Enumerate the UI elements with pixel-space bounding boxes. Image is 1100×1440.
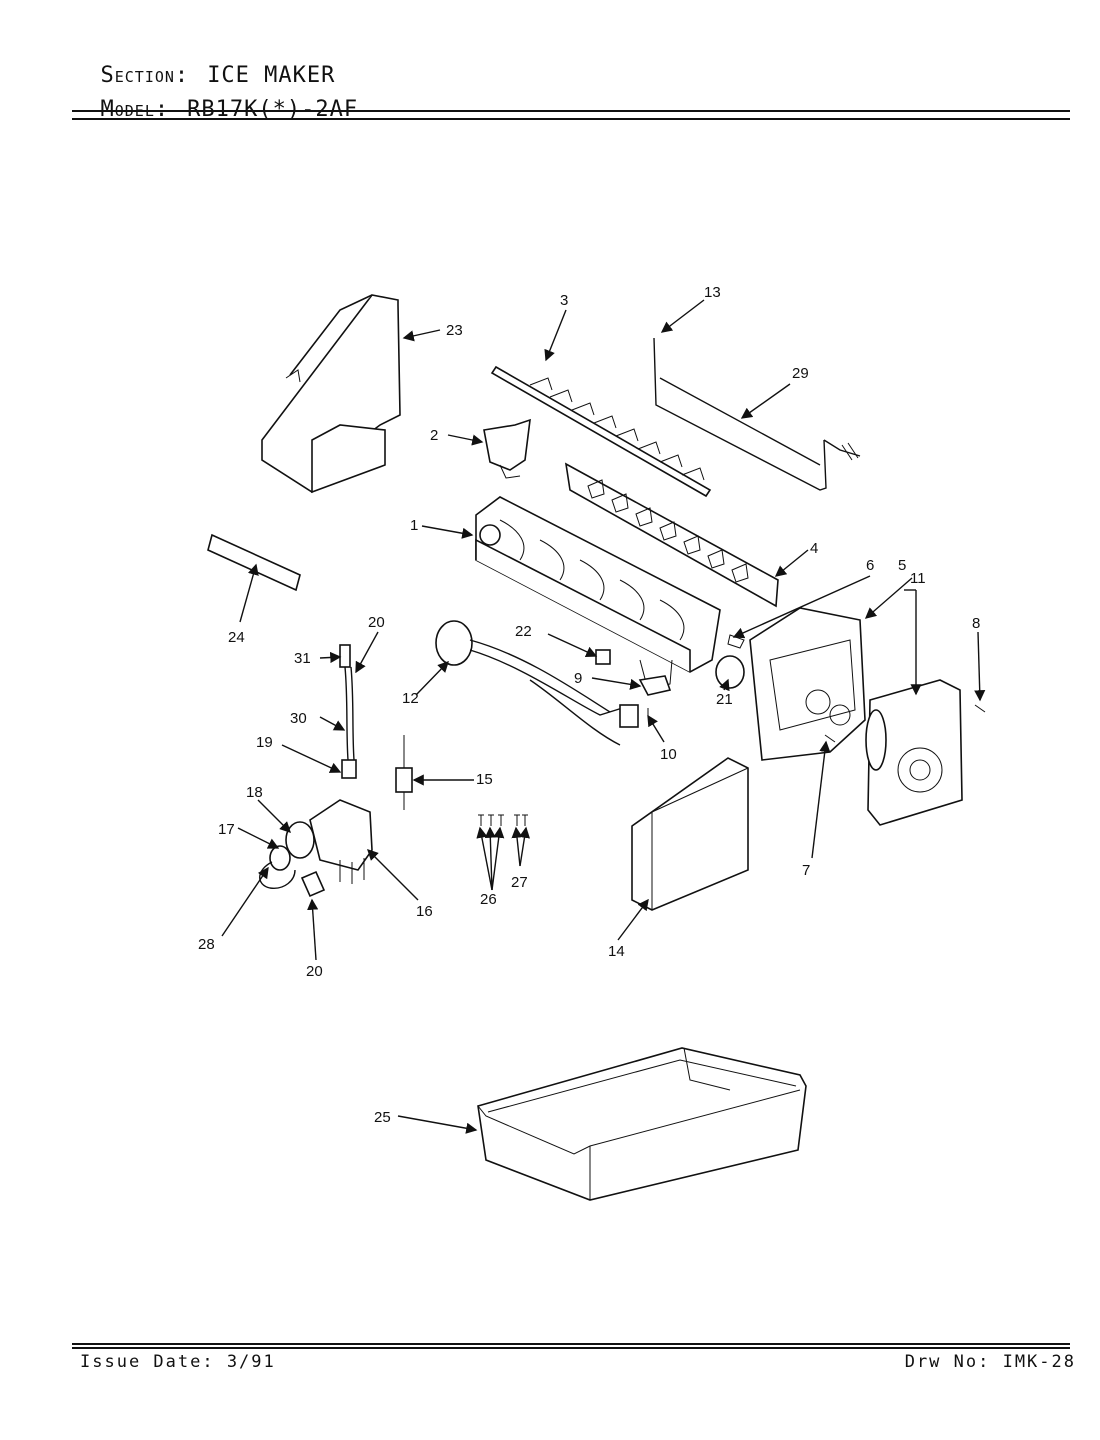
part-screw-set [478, 814, 528, 826]
callout-1: 1 [410, 517, 418, 534]
part-insulation [595, 649, 611, 665]
callout-17: 17 [218, 821, 235, 838]
callout-18: 18 [246, 784, 263, 801]
part-clip [638, 675, 672, 696]
leader-lines [221, 299, 986, 1134]
callout-10: 10 [660, 746, 677, 763]
part-housing [749, 607, 866, 761]
drawing-number: Drw No: IMK-28 [904, 1352, 1076, 1372]
callout-25: 25 [374, 1109, 391, 1126]
callout-20-upper: 20 [368, 614, 385, 631]
callout-6: 6 [866, 557, 874, 574]
part-screw-7 [824, 734, 836, 743]
callout-29: 29 [792, 365, 809, 382]
part-shut-off-arm [653, 337, 861, 491]
callout-2: 2 [430, 427, 438, 444]
part-coupling [395, 735, 413, 810]
model-value: RB17K(*)-2AF [187, 97, 359, 122]
callout-9: 9 [574, 670, 582, 687]
part-clip-6 [727, 634, 745, 649]
callout-7: 7 [802, 862, 810, 879]
part-thermostat-harness [435, 620, 639, 746]
part-fill-cup [715, 655, 745, 689]
model-label: Model: [100, 97, 170, 122]
part-control-assembly [865, 679, 963, 826]
callout-20-lower: 20 [306, 963, 323, 980]
callout-24: 24 [228, 629, 245, 646]
section-label: Section: [100, 63, 190, 88]
callout-30: 30 [290, 710, 307, 727]
part-water-valve [285, 799, 373, 884]
callout-8: 8 [972, 615, 980, 632]
callout-15: 15 [476, 771, 493, 788]
callout-4: 4 [810, 540, 818, 557]
callout-numbers: 1 2 3 4 5 6 7 8 9 10 11 12 13 14 15 16 1… [198, 284, 980, 1126]
callout-14: 14 [608, 943, 625, 960]
part-ice-bin [477, 1047, 807, 1201]
part-ejector [490, 365, 712, 498]
part-stripper [564, 462, 779, 608]
part-screw-8 [974, 704, 986, 713]
header-rule-top [72, 110, 1070, 112]
part-water-tube [339, 644, 357, 779]
issue-date: Issue Date: 3/91 [80, 1352, 276, 1372]
callout-13: 13 [704, 284, 721, 301]
callout-31: 31 [294, 650, 311, 667]
part-tube [207, 533, 301, 592]
footer-rule-bottom [72, 1347, 1070, 1349]
callout-16: 16 [416, 903, 433, 920]
callout-23: 23 [446, 322, 463, 339]
footer-rule-top [72, 1343, 1070, 1345]
callout-5: 5 [898, 557, 906, 574]
part-clamp [300, 870, 326, 898]
callout-28: 28 [198, 936, 215, 953]
callout-21: 21 [716, 691, 733, 708]
section-value: ICE MAKER [207, 63, 336, 88]
part-mold [475, 496, 721, 691]
callout-12: 12 [402, 690, 419, 707]
callout-11: 11 [910, 570, 926, 587]
callout-22: 22 [515, 623, 532, 640]
callout-27: 27 [511, 874, 528, 891]
callout-3: 3 [560, 292, 568, 309]
callout-26: 26 [480, 891, 497, 908]
part-fill-trough [261, 294, 401, 494]
callout-19: 19 [256, 734, 273, 751]
header-rule-bottom [72, 118, 1070, 120]
section-line: Section: ICE MAKER [72, 38, 335, 88]
part-inlet-fitting [259, 845, 296, 889]
model-line: Model: RB17K(*)-2AF [72, 72, 358, 122]
part-cover [631, 757, 749, 911]
part-bracket [483, 418, 531, 479]
